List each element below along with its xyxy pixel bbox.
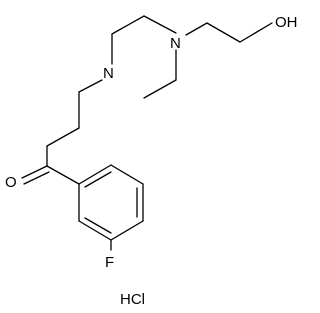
hydroxyl-label: OH xyxy=(275,14,298,31)
structure-canvas: N N OH O F HCl xyxy=(5,14,298,308)
bond xyxy=(111,15,145,35)
bond xyxy=(110,220,144,241)
bond xyxy=(206,22,241,43)
bond xyxy=(78,164,112,185)
salt-label: HCl xyxy=(120,291,145,308)
bond xyxy=(84,171,112,188)
bond xyxy=(110,164,144,185)
upper-nitrogen-label: N xyxy=(170,35,181,52)
chemical-structure-diagram: N N OH O F HCl xyxy=(5,14,298,308)
bond xyxy=(78,220,112,241)
piperazine-ring xyxy=(111,15,177,99)
bond xyxy=(143,15,177,34)
bond xyxy=(239,22,273,43)
fluorophenyl-ring xyxy=(78,164,144,251)
carbonyl-oxygen-label: O xyxy=(5,174,17,191)
bond xyxy=(185,22,208,36)
lower-nitrogen-label: N xyxy=(103,65,114,82)
bond xyxy=(46,165,80,185)
bond xyxy=(84,217,112,234)
bond xyxy=(23,171,50,185)
bond xyxy=(143,79,177,99)
carbonyl-group xyxy=(21,165,80,185)
bond xyxy=(46,127,80,147)
hydroxyethyl-chain xyxy=(185,22,273,43)
butyl-chain xyxy=(46,79,103,167)
fluorine-label: F xyxy=(105,254,114,271)
bond xyxy=(78,79,103,93)
bond xyxy=(21,165,48,179)
